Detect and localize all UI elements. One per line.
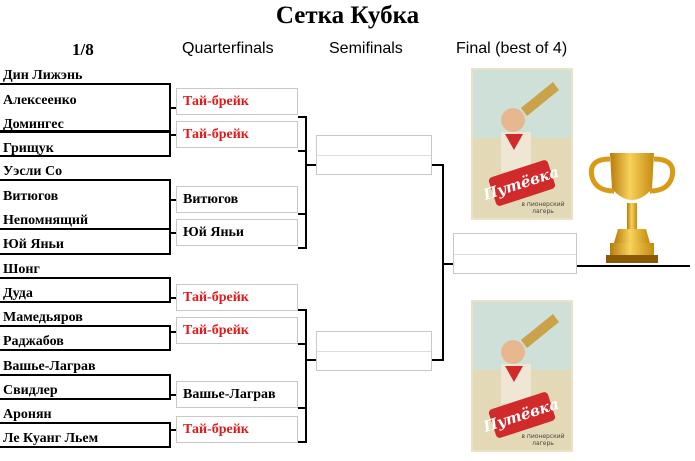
connector-r16-7 [0,228,176,234]
connector-r16-16 [0,430,171,448]
svg-text:лагерь: лагерь [532,440,554,447]
connector-qf-3 [298,165,307,215]
bracket-title: Сетка Кубка [275,2,420,29]
connector-qf-7 [298,360,307,409]
player-slot-16: Ле Куанг Льем [3,431,99,446]
qf-slot-4: Юй Яньи [176,219,298,246]
player-slot-1: Дин Лижэнь [3,68,83,83]
connector-r16-3 [0,130,176,136]
round-header-final: Final (best of 4) [456,40,568,57]
qf-slot-3: Витюгов [176,186,298,213]
connector-r16-15 [0,422,176,431]
player-slot-12: Раджабов [3,334,64,349]
connector-r16-4 [0,135,171,157]
sf-slot-1 [316,135,432,175]
connector-sf-1 [432,164,453,265]
svg-text:лагерь: лагерь [532,208,554,215]
player-slot-14: Свидлер [3,383,58,398]
qf-slot-2: Тай-брейк [176,121,298,148]
qf-slot-5: Тай-брейк [176,284,298,311]
qf-slot-7: Вашье-Лаграв [176,381,298,408]
trophy-icon [582,145,682,270]
player-slot-3: Домингес [3,117,64,132]
connector-r16-9 [0,277,176,299]
connector-qf-4 [298,214,307,249]
svg-text:в пионерский: в пионерский [521,433,564,440]
qf-slot-6: Тай-брейк [176,317,298,344]
player-slot-9: Шонг [3,262,40,277]
connector-sf-2 [432,264,444,361]
player-slot-15: Аронян [3,407,52,422]
pioneer-poster-image: Путёвка в пионерский лагерь [471,68,573,220]
player-slot-11: Мамедьяров [3,310,83,325]
player-slot-8: Юй Яньи [3,237,64,252]
connector-qf-8 [298,408,307,443]
player-slot-10: Дуда [3,286,33,301]
qf-slot-8: Тай-брейк [176,416,298,443]
connector-r16-11 [0,325,176,333]
connector-r16-8 [0,233,171,255]
connector-r16-1 [0,83,176,109]
qf-slot-1: Тай-брейк [176,88,298,115]
connector-r16-14 [0,395,171,400]
player-slot-13: Вашье-Лаграв [3,359,96,374]
final-slot [453,233,577,274]
player-slot-5: Уэсли Со [3,164,63,179]
round-header-semifinals: Semifinals [329,40,403,57]
connector-r16-12 [0,332,171,351]
svg-text:в пионерский: в пионерский [521,201,564,208]
player-slot-6: Витюгов [3,189,59,204]
round-header-r16: 1/8 [72,40,94,59]
connector-r16-5 [0,179,176,201]
round-header-quarterfinals: Quarterfinals [182,40,274,57]
player-slot-2: Алексеенко [3,93,77,108]
pioneer-poster-image-2: Путёвка в пионерский лагерь [471,300,573,452]
connector-qf-1 [298,116,316,166]
connector-r16-10 [0,298,171,303]
connector-qf-5 [298,309,316,361]
player-slot-4: Грищук [3,141,54,156]
player-slot-7: Непомнящий [3,213,89,228]
connector-r16-13 [0,374,176,396]
sf-slot-2 [316,331,432,371]
